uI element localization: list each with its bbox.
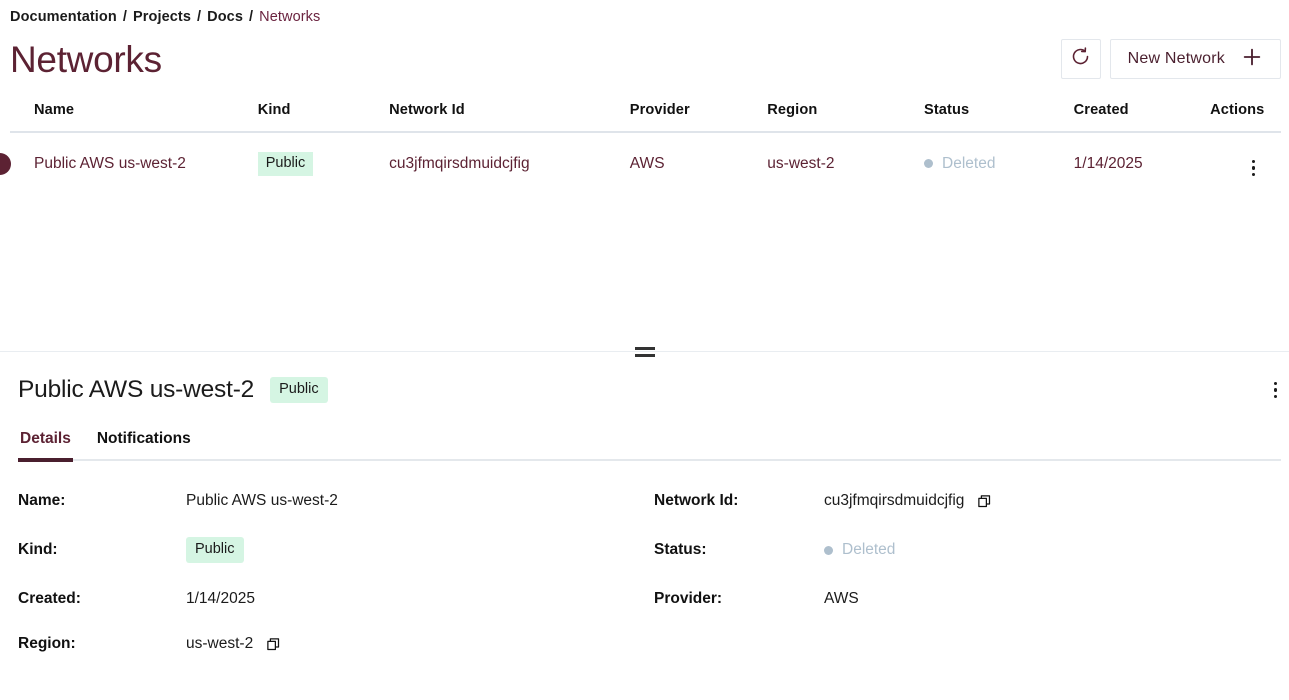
detail-status-text: Deleted <box>842 541 896 559</box>
breadcrumb-item-networks[interactable]: Networks <box>259 9 321 25</box>
row-selected-marker <box>0 153 11 175</box>
breadcrumb-item-projects[interactable]: Projects <box>132 9 192 25</box>
panel-splitter <box>0 346 1289 357</box>
detail-fields: Name: Public AWS us-west-2 Network Id: c… <box>18 492 1281 653</box>
networks-table: Name Kind Network Id Provider Region Sta… <box>0 90 1281 195</box>
field-value-created: 1/14/2025 <box>186 590 654 608</box>
cell-name[interactable]: Public AWS us-west-2 <box>0 132 258 195</box>
field-value-provider: AWS <box>824 590 1281 608</box>
field-text-network-id: cu3jfmqirsdmuidcjfig <box>824 492 965 509</box>
cell-created: 1/14/2025 <box>1073 155 1143 172</box>
table-row[interactable]: Public AWS us-west-2 Public cu3jfmqirsdm… <box>0 132 1281 195</box>
kebab-menu-icon[interactable] <box>1248 158 1260 179</box>
cell-network-id: cu3jfmqirsdmuidcjfig <box>389 155 530 172</box>
cell-region: us-west-2 <box>767 155 835 172</box>
refresh-icon <box>1070 46 1091 72</box>
field-value-region: us-west-2 <box>186 635 654 653</box>
field-text-region: us-west-2 <box>186 635 254 653</box>
table-header: Name Kind Network Id Provider Region Sta… <box>10 90 1281 132</box>
detail-title-row: Public AWS us-west-2 Public <box>18 376 328 404</box>
detail-kind-badge: Public <box>270 376 328 404</box>
detail-panel: Public AWS us-west-2 Public Details Noti… <box>0 352 1289 653</box>
cell-name-text: Public AWS us-west-2 <box>34 155 186 172</box>
breadcrumb-item-docs[interactable]: Docs <box>207 9 244 25</box>
networks-table-container: Name Kind Network Id Provider Region Sta… <box>0 90 1289 195</box>
field-text-name: Public AWS us-west-2 <box>186 492 338 509</box>
detail-panel-header: Public AWS us-west-2 Public <box>18 352 1281 404</box>
cell-actions <box>1210 132 1281 195</box>
field-value-status: Deleted <box>824 541 1281 559</box>
page-header: Networks New Network <box>0 28 1289 90</box>
breadcrumb: Documentation / Projects / Docs / Networ… <box>0 0 1289 28</box>
column-header-name[interactable]: Name <box>34 102 75 118</box>
cell-provider: AWS <box>629 155 665 172</box>
status-badge: Deleted <box>924 155 995 173</box>
column-header-region[interactable]: Region <box>767 102 818 118</box>
breadcrumb-item-documentation[interactable]: Documentation <box>10 9 117 25</box>
column-header-status[interactable]: Status <box>924 102 970 118</box>
field-label-region: Region: <box>18 635 76 653</box>
column-header-actions: Actions <box>1210 102 1265 118</box>
column-header-network-id[interactable]: Network Id <box>389 102 465 118</box>
cell-status: Deleted <box>924 132 1074 195</box>
new-network-button[interactable]: New Network <box>1109 39 1281 79</box>
field-label-provider: Provider: <box>654 590 723 608</box>
field-text-created: 1/14/2025 <box>186 590 255 608</box>
plus-icon <box>1241 46 1263 73</box>
table-header-row: Name Kind Network Id Provider Region Sta… <box>10 90 1281 132</box>
field-label-name: Name: <box>18 492 66 509</box>
tab-details[interactable]: Details <box>18 430 73 462</box>
detail-kebab-menu-icon[interactable] <box>1270 380 1282 401</box>
column-header-created[interactable]: Created <box>1073 102 1129 118</box>
status-dot-icon <box>924 159 934 169</box>
field-label-kind: Kind: <box>18 541 58 559</box>
page-title: Networks <box>10 38 162 80</box>
column-header-kind[interactable]: Kind <box>257 102 291 118</box>
breadcrumb-separator: / <box>197 9 202 25</box>
cell-kind: Public <box>257 132 389 195</box>
detail-title: Public AWS us-west-2 <box>18 376 255 403</box>
field-label-network-id: Network Id: <box>654 492 739 509</box>
refresh-button[interactable] <box>1060 39 1101 79</box>
field-kind-badge: Public <box>186 537 244 564</box>
header-actions: New Network <box>1060 39 1281 79</box>
copy-icon[interactable] <box>266 637 281 652</box>
breadcrumb-separator: / <box>122 9 127 25</box>
copy-icon[interactable] <box>977 494 992 509</box>
field-value-name: Public AWS us-west-2 <box>186 492 654 510</box>
new-network-label: New Network <box>1127 50 1225 67</box>
tab-notifications[interactable]: Notifications <box>96 430 191 447</box>
table-body: Public AWS us-west-2 Public cu3jfmqirsdm… <box>0 132 1281 195</box>
field-value-kind: Public <box>186 537 654 564</box>
kind-badge: Public <box>257 151 314 177</box>
field-text-provider: AWS <box>824 590 859 608</box>
status-dot-icon <box>824 545 833 555</box>
field-label-status: Status: <box>654 541 707 559</box>
resize-handle-icon[interactable] <box>631 341 659 363</box>
field-label-created: Created: <box>18 590 81 608</box>
breadcrumb-separator: / <box>249 9 254 25</box>
column-header-provider[interactable]: Provider <box>629 102 690 118</box>
detail-tabs: Details Notifications <box>18 430 1281 462</box>
field-value-network-id: cu3jfmqirsdmuidcjfig <box>824 492 1281 510</box>
detail-status-badge: Deleted <box>824 541 895 559</box>
status-text: Deleted <box>942 154 996 172</box>
